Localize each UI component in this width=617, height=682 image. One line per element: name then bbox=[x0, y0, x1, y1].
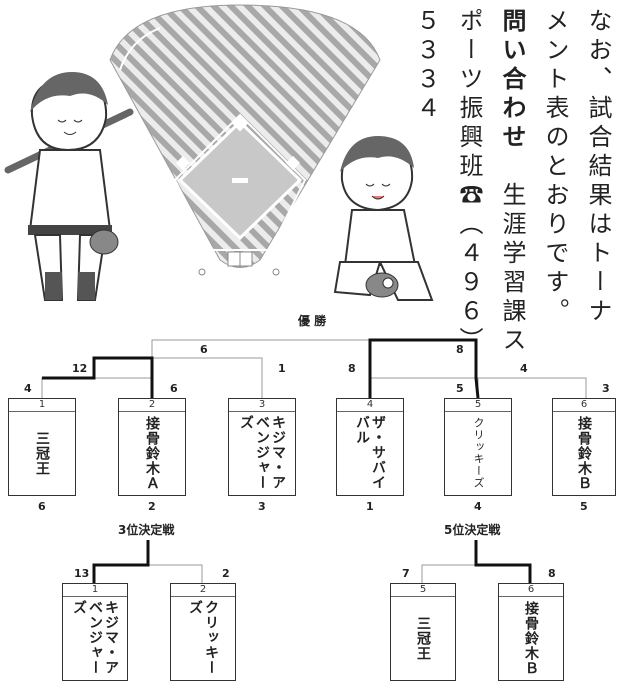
article-column-2: メント表のとおりです。 bbox=[541, 8, 569, 327]
article-column-1: なお、試合結果はトーナ bbox=[584, 8, 612, 327]
score-team-6: 3 bbox=[602, 382, 610, 395]
team-name: 三冠王 bbox=[415, 615, 431, 661]
third-team-box-1: 1 キジマ・アベンジャーズ bbox=[62, 583, 128, 681]
inquiry-section: ポーツ振興班 bbox=[455, 8, 483, 182]
team-seed: 4 bbox=[337, 399, 403, 412]
semi-score-left: 12 bbox=[72, 362, 88, 375]
score-team-5: 5 bbox=[456, 382, 464, 395]
final-title: 優 勝 bbox=[298, 314, 327, 328]
team-name: 三冠王 bbox=[34, 430, 50, 476]
final-score-left: 6 bbox=[200, 343, 208, 356]
team-box-4: 4 ザ・サバイバル bbox=[336, 398, 404, 496]
team-box-5: 5 クリッキーズ bbox=[444, 398, 512, 496]
team-box-3: 3 キジマ・アベンジャーズ bbox=[228, 398, 296, 496]
third-team-box-2: 2 クリッキーズ bbox=[170, 583, 236, 681]
team-name: 接骨鈴木Ｂ bbox=[576, 415, 592, 491]
score-team-2: 6 bbox=[170, 382, 178, 395]
team-name: 接骨鈴木Ａ bbox=[144, 415, 160, 491]
below-num-6: 5 bbox=[580, 500, 588, 513]
team-name: キジマ・アベンジャーズ bbox=[238, 415, 286, 490]
article-column-5: ５３３４ bbox=[412, 8, 440, 124]
team-name: 接骨鈴木Ｂ bbox=[523, 600, 539, 676]
final-score-right: 8 bbox=[456, 343, 464, 356]
below-num-2: 2 bbox=[148, 500, 156, 513]
team-name: クリッキーズ bbox=[472, 417, 485, 489]
team-seed: 5 bbox=[391, 584, 455, 597]
fifth-team-box-1: 5 三冠王 bbox=[390, 583, 456, 681]
below-num-1: 6 bbox=[38, 500, 46, 513]
team-name: キジマ・アベンジャーズ bbox=[71, 600, 119, 675]
batter-icon bbox=[4, 72, 134, 301]
article-column-3: 問い合わせ 生涯学習課ス bbox=[498, 8, 526, 356]
below-num-3: 3 bbox=[258, 500, 266, 513]
third-score-1: 13 bbox=[74, 567, 90, 580]
semi-score-right: 4 bbox=[520, 362, 528, 375]
below-num-4: 1 bbox=[366, 500, 374, 513]
fifth-score-2: 8 bbox=[548, 567, 556, 580]
team-name: クリッキーズ bbox=[187, 600, 219, 675]
third-score-2: 2 bbox=[222, 567, 230, 580]
article-column-4: ポーツ振興班☎（４９６） bbox=[455, 8, 483, 356]
team-box-6: 6 接骨鈴木Ｂ bbox=[552, 398, 616, 496]
baseball-illustration bbox=[4, 4, 434, 301]
team-name: ザ・サバイバル bbox=[354, 415, 386, 490]
fifth-score-1: 7 bbox=[402, 567, 410, 580]
inquiry-dept: 生涯学習課ス bbox=[498, 153, 526, 356]
score-team-1: 4 bbox=[24, 382, 32, 395]
team-box-2: 2 接骨鈴木Ａ bbox=[118, 398, 186, 496]
team-seed: 1 bbox=[63, 584, 127, 597]
team-seed: 2 bbox=[171, 584, 235, 597]
team-seed: 2 bbox=[119, 399, 185, 412]
team-box-1: 1 三冠王 bbox=[8, 398, 76, 496]
below-num-5: 4 bbox=[474, 500, 482, 513]
team-seed: 5 bbox=[445, 399, 511, 412]
inquiry-heading: 問い合わせ bbox=[498, 8, 526, 153]
team-seed: 3 bbox=[229, 399, 295, 412]
fifth-place-title: 5位決定戦 bbox=[444, 523, 501, 537]
fifth-team-box-2: 6 接骨鈴木Ｂ bbox=[498, 583, 564, 681]
score-team-4: 8 bbox=[348, 362, 356, 375]
team-seed: 1 bbox=[9, 399, 75, 412]
score-team-3: 1 bbox=[278, 362, 286, 375]
third-place-title: 3位決定戦 bbox=[118, 523, 175, 537]
team-seed: 6 bbox=[499, 584, 563, 597]
phone-area-code: （４９６） bbox=[455, 211, 483, 356]
team-seed: 6 bbox=[553, 399, 615, 412]
phone-icon: ☎ bbox=[455, 182, 483, 211]
catcher-icon bbox=[333, 136, 434, 301]
field-icon bbox=[109, 4, 381, 276]
